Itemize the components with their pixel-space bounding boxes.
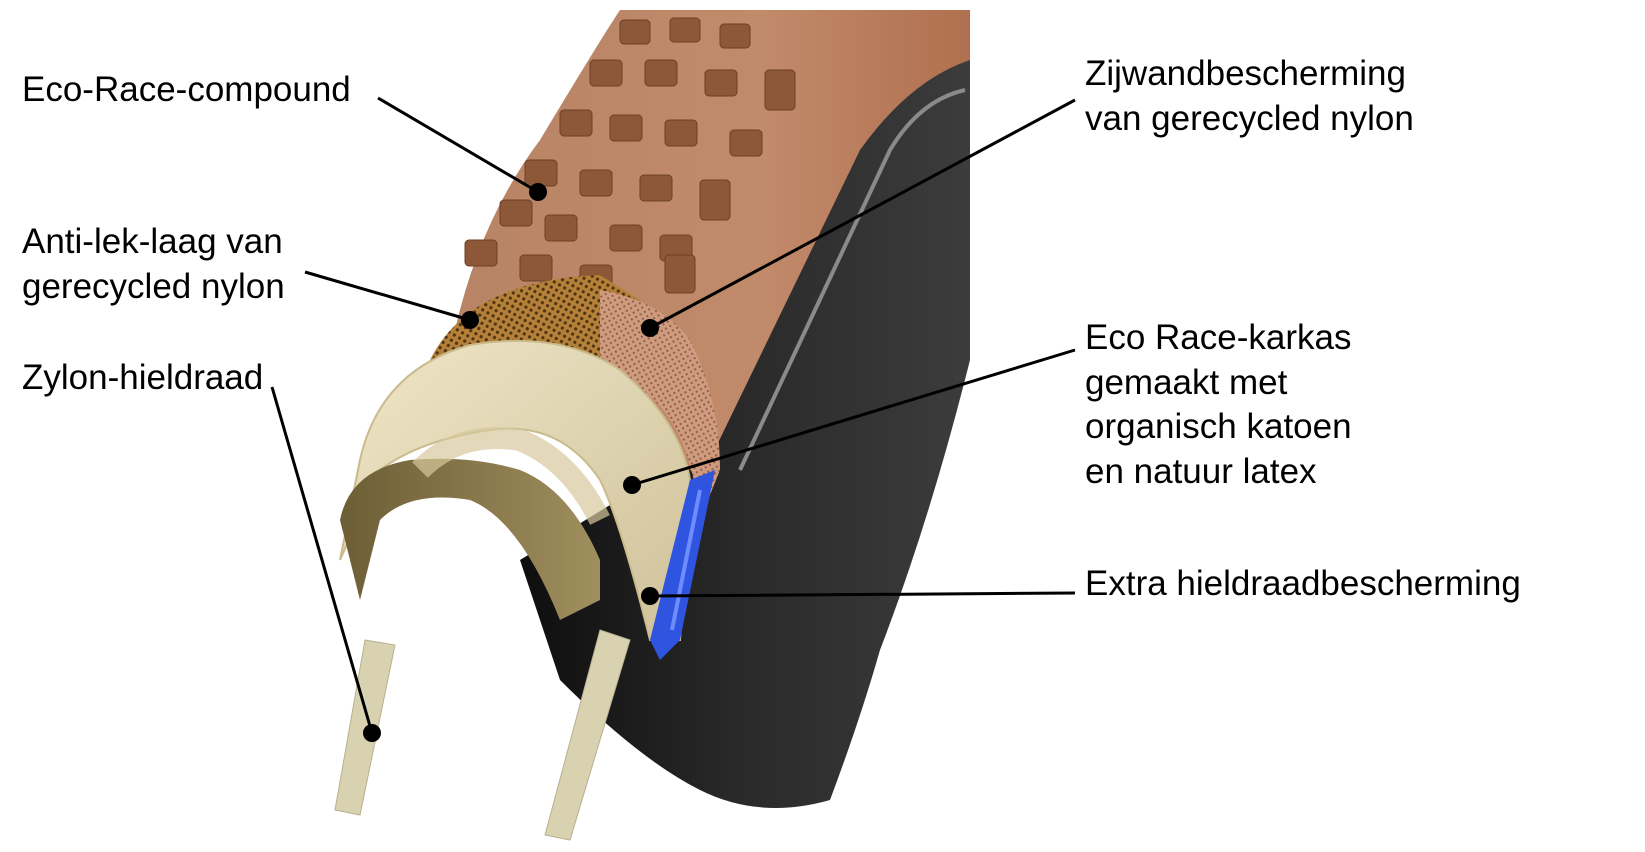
leader-lines — [270, 96, 1076, 734]
label-sidewall-protection: Zijwandbescherming van gerecycled nylon — [1085, 54, 1414, 138]
sidewall-black — [520, 60, 970, 808]
label-bead-protection: Extra hieldraadbescherming — [1085, 564, 1521, 603]
sidewall-protection — [600, 290, 720, 520]
casing-inner — [340, 458, 600, 620]
bead-wire-right — [544, 629, 631, 841]
bead-protection-strip — [650, 470, 715, 660]
anchor-dots — [363, 183, 659, 742]
label-casing: Eco Race-karkas gemaakt met organisch ka… — [1085, 318, 1352, 491]
label-bead-wire: Zylon-hieldraad — [22, 358, 264, 397]
label-tread-compound: Eco-Race-compound — [22, 70, 351, 109]
label-puncture-layer: Anti-lek-laag van gerecycled nylon — [22, 222, 285, 306]
